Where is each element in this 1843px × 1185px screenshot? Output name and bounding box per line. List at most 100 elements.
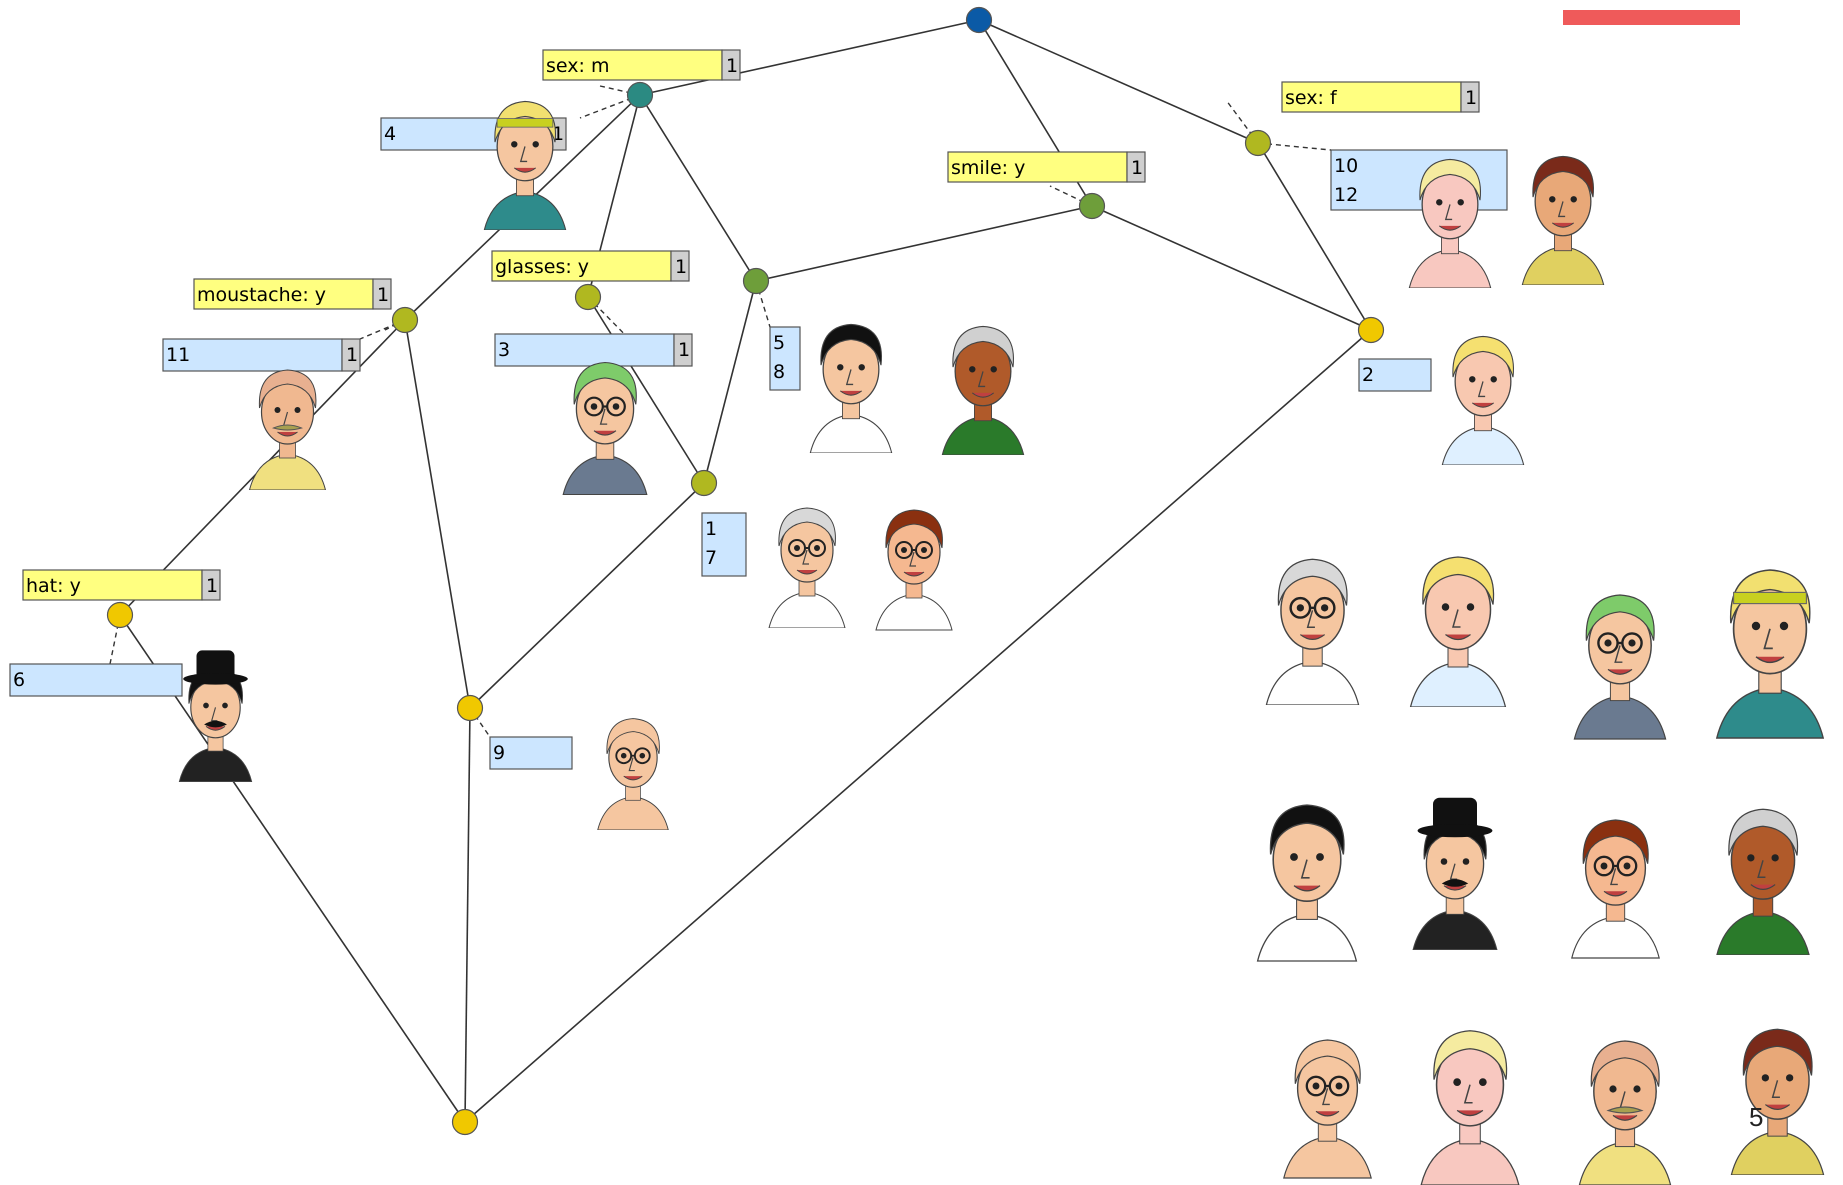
object-label-text: 5 — [773, 332, 785, 354]
object-label-text: 9 — [493, 742, 505, 764]
lattice-edge — [1257, 142, 1372, 331]
object-label-obj-5-8: 58 — [769, 326, 801, 391]
lattice-edge — [587, 296, 705, 484]
attribute-label-box — [193, 278, 374, 310]
attribute-count: 1 — [1131, 157, 1143, 179]
attribute-count: 1 — [377, 284, 389, 306]
face-6 — [168, 640, 263, 790]
grid-face-5 — [1242, 775, 1372, 965]
page-number: 5 — [1749, 1102, 1764, 1132]
count-box — [1460, 81, 1480, 113]
grid-face-12 — [1715, 1005, 1840, 1175]
object-label-box — [769, 326, 801, 391]
object-label-obj-9: 9 — [489, 736, 573, 770]
attribute-label-box — [947, 151, 1128, 183]
object-label-box — [494, 333, 675, 367]
attribute-label-box — [22, 569, 203, 601]
grid-face-7 — [1558, 790, 1673, 965]
grid-face-3 — [1560, 535, 1680, 775]
attribute-label-text: moustache: y — [197, 284, 326, 306]
face-8 — [918, 305, 1048, 455]
lattice-node-sex-m — [626, 81, 654, 109]
face-3 — [550, 315, 660, 520]
attribute-label-moustache-y: moustache: y 1 — [193, 278, 392, 310]
object-label-text: 10 — [1334, 155, 1358, 177]
object-count: 1 — [346, 344, 358, 366]
attribute-label-sex-m: sex: m 1 — [542, 49, 741, 81]
label-connector — [359, 319, 406, 340]
lattice-edge — [119, 614, 466, 1123]
lattice-edge — [639, 94, 757, 282]
object-label-obj-2: 2 — [1358, 358, 1432, 392]
face-1 — [752, 488, 862, 628]
attribute-count: 1 — [675, 256, 687, 278]
attribute-label-sex-f: sex: f 1 — [1281, 81, 1480, 113]
count-box — [1126, 151, 1146, 183]
lattice-node-top — [965, 6, 993, 34]
attribute-label-text: sex: m — [546, 55, 609, 77]
grid-face-9 — [1270, 1015, 1385, 1180]
lattice-node-glasses-moustache — [456, 694, 484, 722]
lattice-nodes — [106, 6, 1385, 1136]
object-label-obj-3: 13 — [494, 333, 693, 367]
grid-face-4 — [1700, 540, 1840, 740]
attribute-label-text: sex: f — [1285, 87, 1338, 109]
object-label-obj-11: 111 — [162, 338, 361, 372]
grid-face-8 — [1688, 785, 1838, 955]
attribute-label-text: hat: y — [26, 575, 81, 597]
attribute-count: 1 — [1465, 87, 1477, 109]
label-connector — [469, 707, 491, 738]
lattice-node-male-smile — [742, 267, 770, 295]
grid-face-1 — [1250, 535, 1375, 705]
count-box — [673, 333, 693, 367]
count-box — [670, 250, 690, 282]
object-label-text: 12 — [1334, 184, 1358, 206]
object-label-obj-6: 6 — [9, 663, 183, 697]
lattice-edge — [639, 19, 980, 96]
grid-face-11 — [1565, 1017, 1685, 1185]
lattice-node-sex-f — [1244, 129, 1272, 157]
face-7 — [864, 485, 964, 635]
lattice-edge — [464, 329, 1372, 1123]
grid-face-10 — [1405, 1005, 1535, 1185]
lattice-edge — [404, 319, 471, 709]
count-box — [201, 569, 221, 601]
accent-bar — [1563, 10, 1740, 25]
count-box — [721, 49, 741, 81]
label-connector — [755, 280, 771, 328]
face-5 — [796, 303, 906, 453]
attribute-count: 1 — [726, 55, 738, 77]
object-label-text: 7 — [705, 547, 717, 569]
lattice-edge — [469, 482, 705, 709]
object-count: 1 — [678, 339, 690, 361]
object-label-text: 3 — [498, 339, 510, 361]
lattice-node-female-smile — [1357, 316, 1385, 344]
lattice-node-smile — [1078, 192, 1106, 220]
face-9 — [578, 700, 688, 830]
object-label-text: 6 — [13, 669, 25, 691]
lattice-edge — [464, 707, 471, 1123]
attribute-label-box — [491, 250, 672, 282]
count-box — [372, 278, 392, 310]
lattice-edge — [1091, 205, 1372, 331]
object-label-text: 1 — [705, 518, 717, 540]
lattice-edge — [978, 19, 1259, 144]
object-label-box — [489, 736, 573, 770]
object-label-text: 4 — [384, 123, 396, 145]
grid-face-2 — [1388, 532, 1528, 707]
lattice-node-bottom — [451, 1108, 479, 1136]
face-11 — [235, 350, 340, 490]
grid-face-6 — [1400, 785, 1510, 960]
count-box — [341, 338, 361, 372]
attribute-count: 1 — [206, 575, 218, 597]
label-connector — [599, 85, 641, 96]
face-2 — [1428, 315, 1538, 465]
attribute-label-text: smile: y — [951, 157, 1025, 179]
object-label-box — [1358, 358, 1432, 392]
attribute-label-box — [542, 49, 723, 81]
object-label-text: 2 — [1362, 364, 1374, 386]
face-12 — [1508, 135, 1618, 285]
lattice-edge — [755, 205, 1093, 282]
